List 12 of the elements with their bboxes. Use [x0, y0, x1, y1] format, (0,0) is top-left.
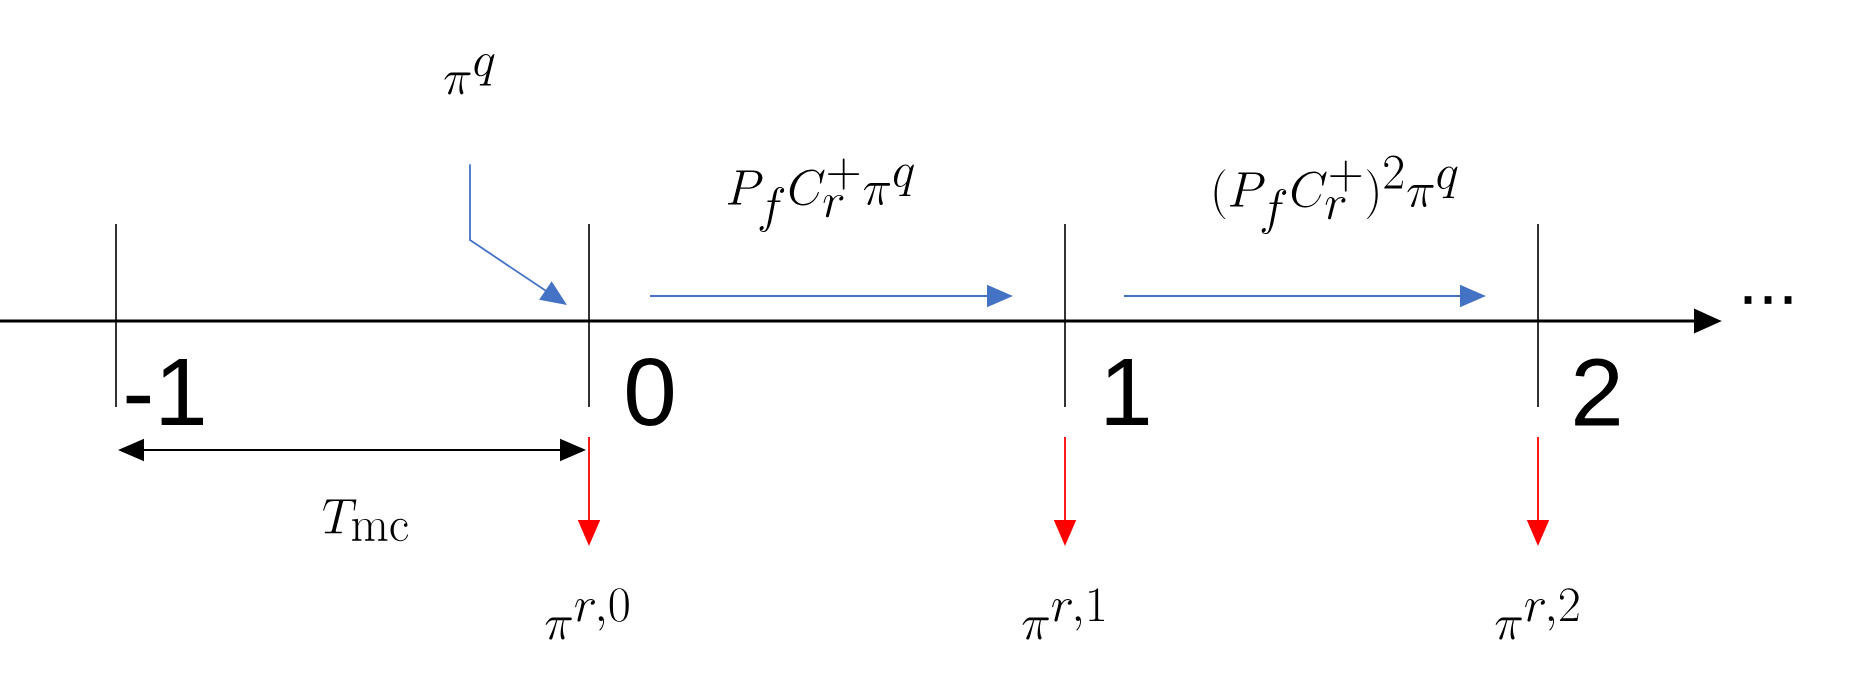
formula: $\pi^{r,2}$	[1495, 588, 1579, 640]
tick-label: 2	[1575, 358, 1619, 426]
ellipsis: ...	[1744, 296, 1792, 304]
formula: $\pi^{r,0}$	[545, 588, 629, 640]
tick-label: 0	[627, 358, 673, 426]
tick-label: 1	[1106, 358, 1149, 426]
edge-label: $T_{\mathrm{mc}}$	[319, 497, 413, 543]
edge-label: $P_f C_r^+ \pi^q$	[723, 156, 919, 234]
formula: $\pi^q$	[444, 53, 495, 95]
edge-label: $(P_f C_r^+)^2 \pi^q$	[1208, 154, 1462, 236]
tick-label: -1	[126, 358, 203, 426]
formula: $\pi^{r,1}$	[1022, 588, 1104, 640]
